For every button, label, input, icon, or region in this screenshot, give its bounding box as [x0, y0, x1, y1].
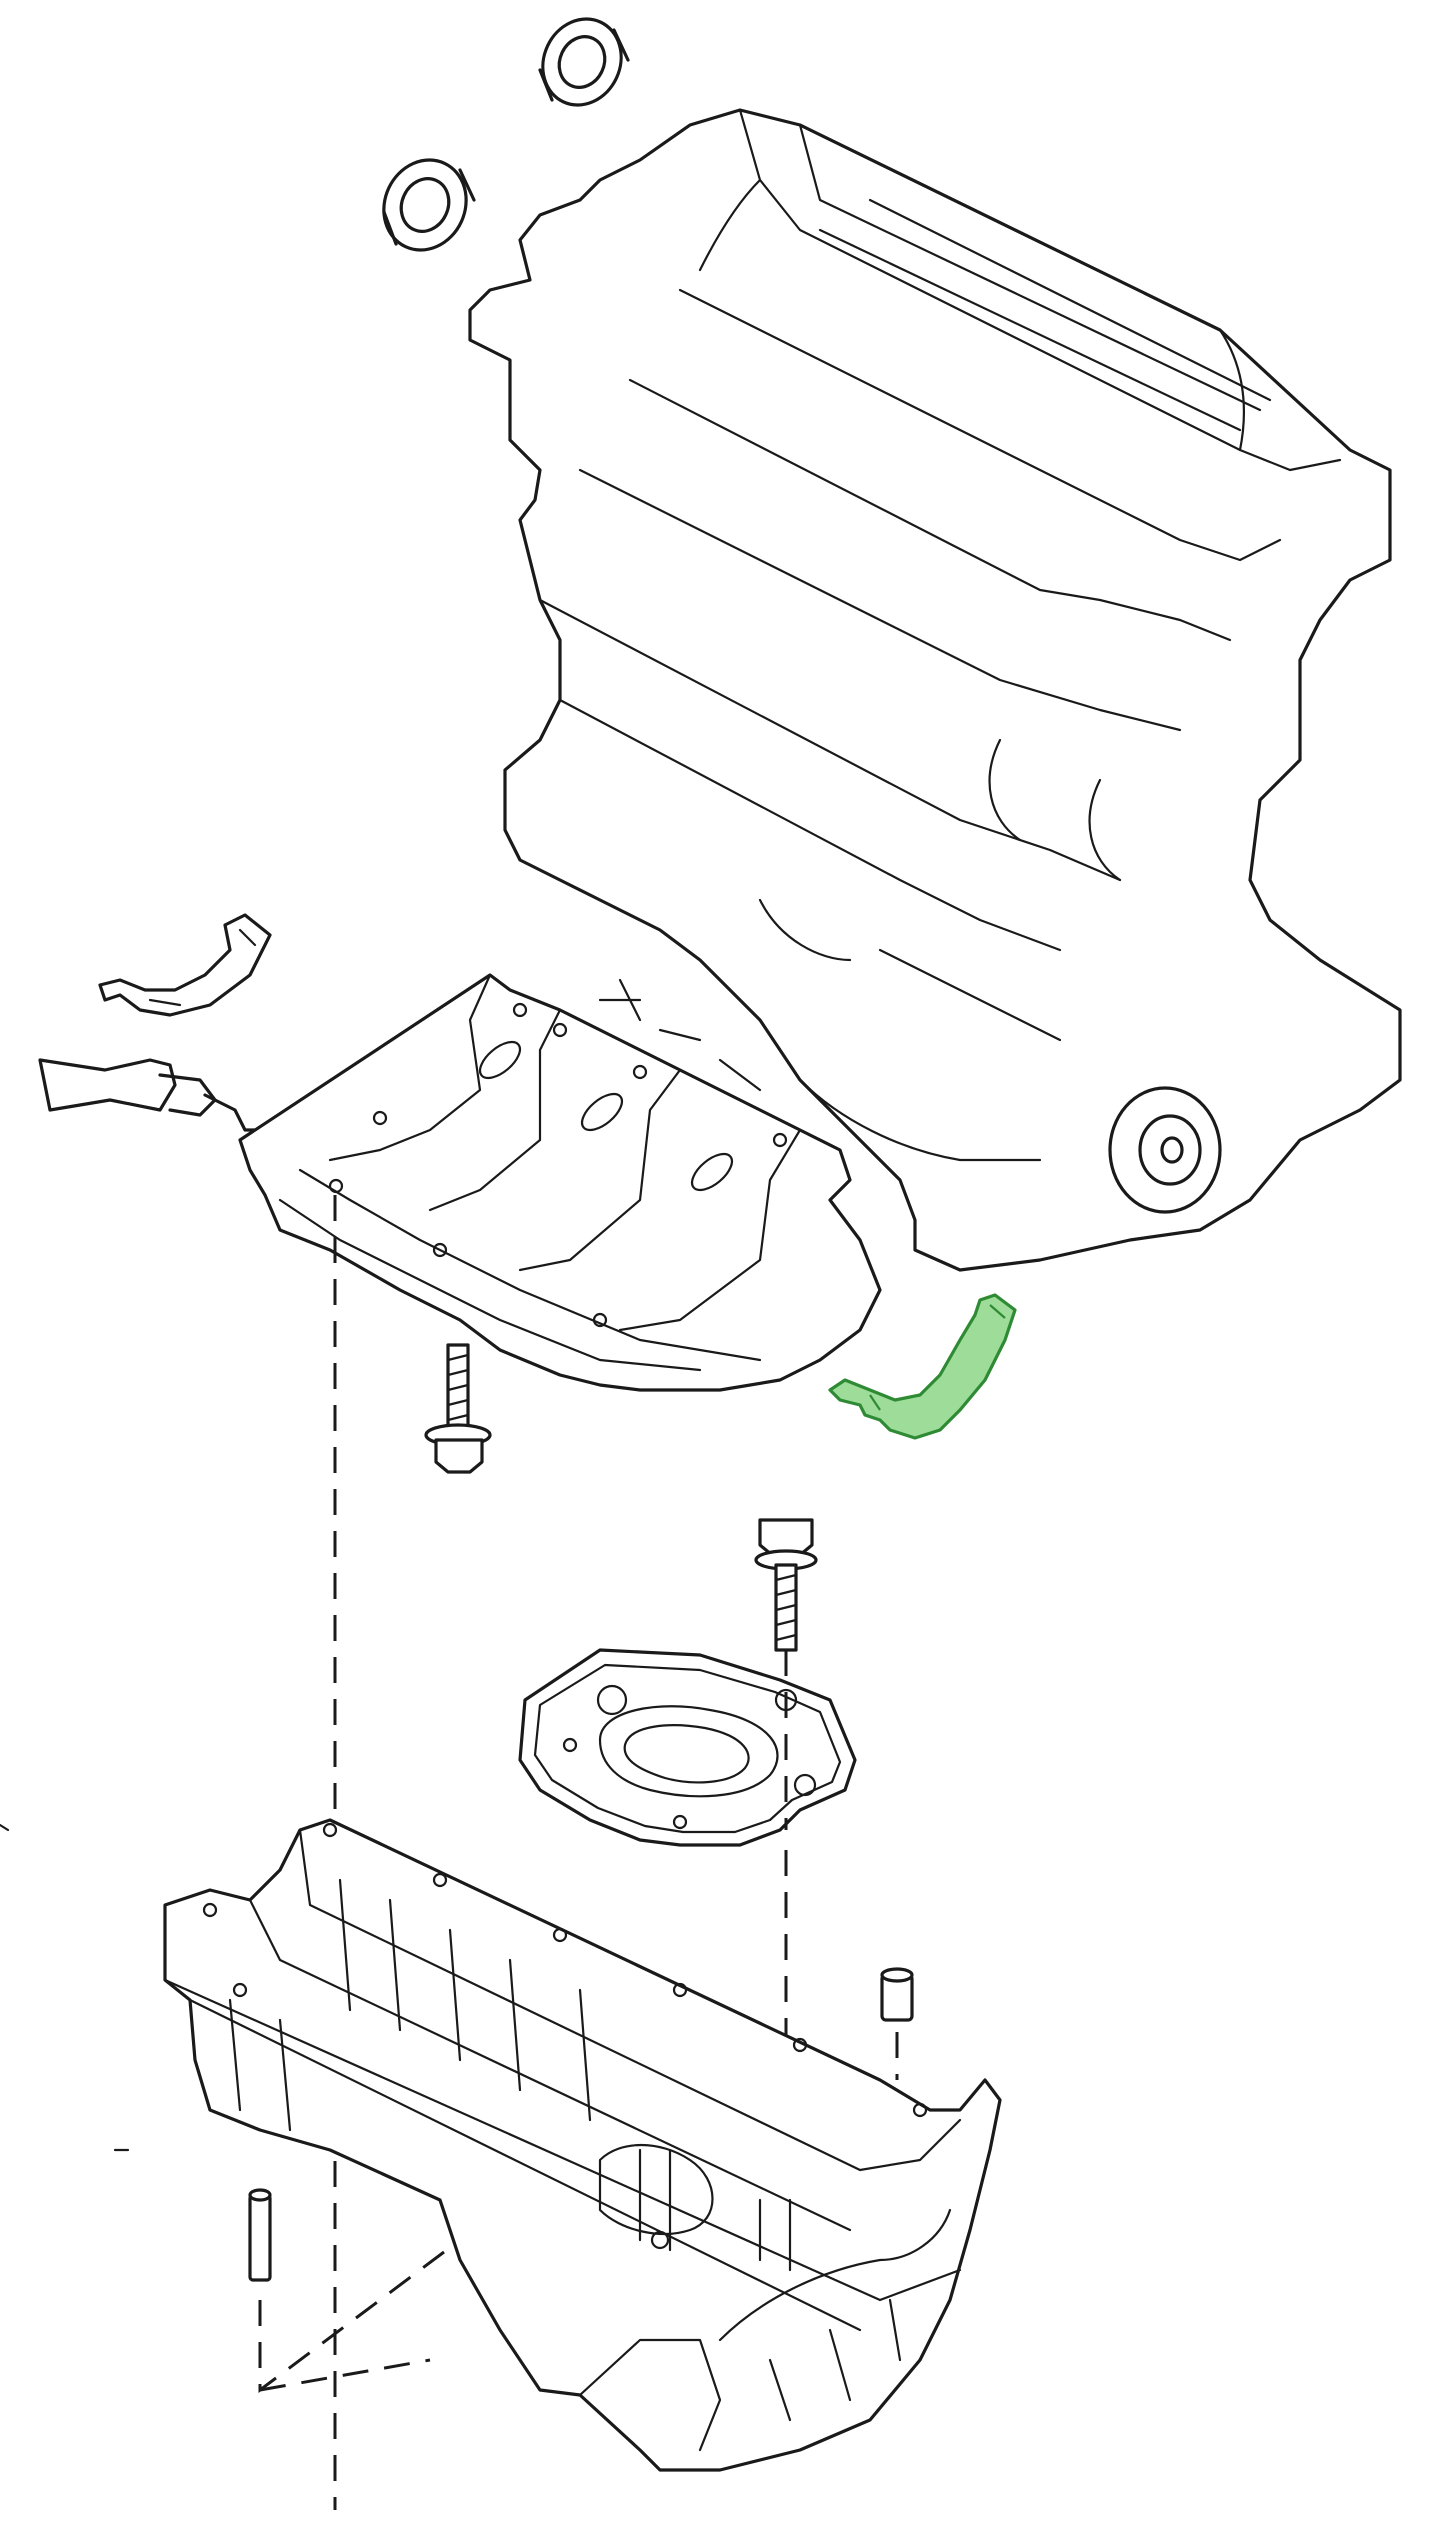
edge-mark [0, 1823, 10, 1832]
knock-pin-icon [248, 2188, 272, 2282]
cam-seal-icon [382, 158, 476, 252]
cam-seal-icon [538, 17, 630, 107]
cylinder-block-icon [468, 108, 1402, 1272]
oil-pan-icon [163, 1818, 1002, 2472]
flange-bolt-icon [754, 1518, 818, 1652]
ladder-frame-icon [238, 973, 882, 1392]
end-seal-highlighted-icon [828, 1293, 1017, 1440]
sealant-tube-icon [38, 1058, 272, 1132]
rear-seal-cap-icon [98, 913, 272, 1017]
knock-pin-icon [880, 1967, 914, 2022]
flange-bolt-icon [424, 1343, 492, 1474]
gasket-icon [518, 1648, 857, 1847]
